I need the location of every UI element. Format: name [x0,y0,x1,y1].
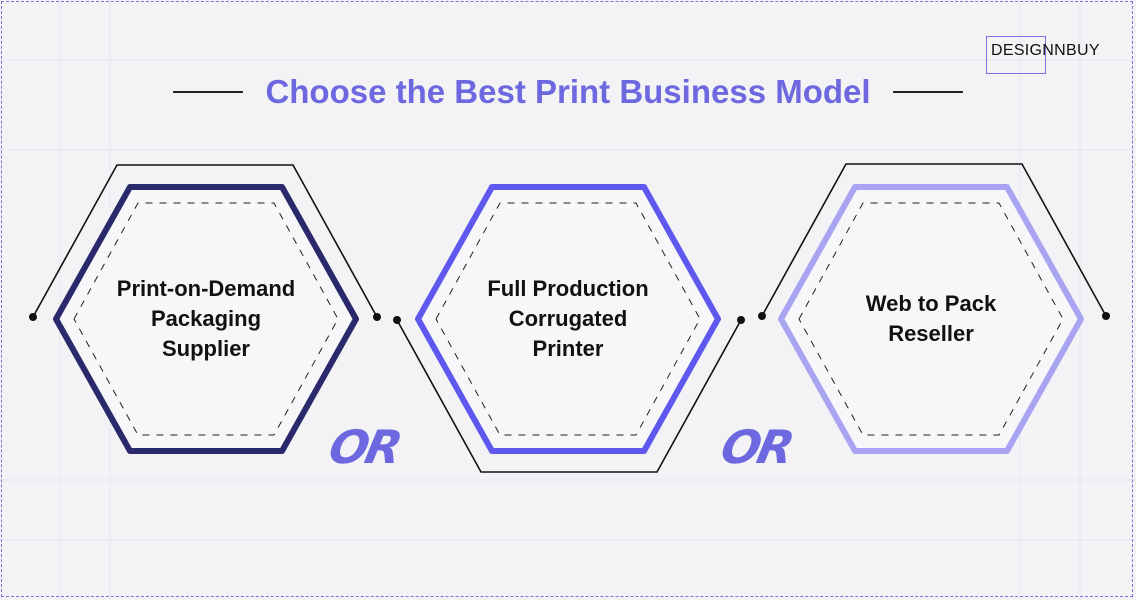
model-label-line: Print-on-Demand [116,276,296,301]
hexagon-3 [778,184,1084,454]
hexagon-dashed-inner-3 [798,202,1064,436]
brand-logo-box [986,36,1046,74]
hexagon-dashed-inner-1 [73,202,339,436]
model-label-line: Printer [532,336,604,361]
title-rule-right [892,91,963,93]
model-label-line: Corrugated [508,306,628,331]
connector-outline-1 [32,164,378,318]
model-label-line: Packaging [150,306,262,331]
connector-dot-left-2 [393,316,401,324]
model-label-line: Full Production [487,276,649,301]
hexagon-dashed-inner-2 [435,202,701,436]
connector-dot-left-3 [758,312,766,320]
connector-dot-right-1 [373,313,381,321]
or-separator-1: OR [324,420,405,474]
connector-dot-right-3 [1102,312,1110,320]
model-label-line: Reseller [888,321,974,346]
brand-logo-text: DESIGNNBUY [991,42,1100,59]
model-label-line: Web to Pack [865,291,997,316]
hexagon-1 [53,184,359,454]
connector-dot-left-1 [29,313,37,321]
or-separator-2: OR [716,420,797,474]
title-rule-left [173,91,244,93]
page-title: Choose the Best Print Business Model [265,73,871,110]
connector-dot-right-2 [737,316,745,324]
title-row: Choose the Best Print Business Model [0,70,1136,114]
model-label-line: Supplier [161,336,250,361]
connector-outline-3 [761,163,1107,317]
hexagon-2 [415,184,721,454]
connector-outline-2 [396,319,742,473]
